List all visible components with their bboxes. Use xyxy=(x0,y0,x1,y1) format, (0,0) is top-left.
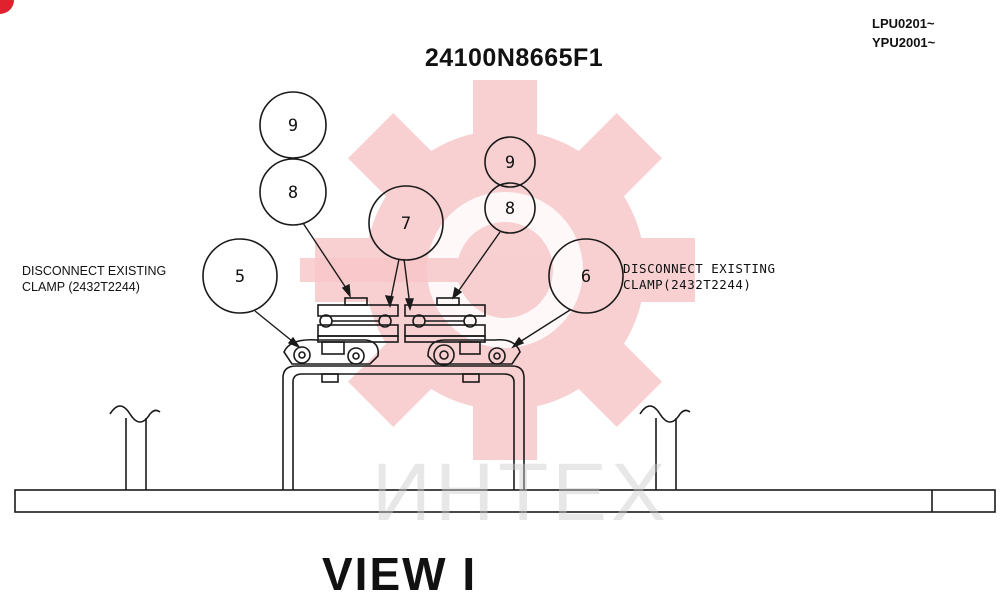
note-left-line-2: CLAMP (2432T2244) xyxy=(22,280,140,294)
leader-lines xyxy=(254,222,571,349)
callout-circle-8-right xyxy=(484,182,536,234)
callout-circle-6 xyxy=(548,238,624,314)
model-range: LPU0201~ YPU2001~ xyxy=(872,14,935,52)
base-rail xyxy=(14,489,996,513)
callout-circles xyxy=(202,91,624,314)
drawing-title: 24100N8665F1 xyxy=(424,44,604,72)
note-disconnect-right: DISCONNECT EXISTING CLAMP(2432T2244) xyxy=(623,261,776,293)
callout-numbers: 9 8 7 9 8 5 6 xyxy=(235,116,591,287)
callout-9-left: 9 xyxy=(288,116,298,136)
upper-clamp-left xyxy=(317,297,399,343)
callout-circle-8-left xyxy=(259,158,327,226)
callout-circle-7 xyxy=(368,185,444,261)
post-right xyxy=(639,405,691,490)
post-left xyxy=(109,405,161,490)
upper-clamp-right xyxy=(404,297,486,343)
u-bracket xyxy=(282,365,525,490)
callout-8-left: 8 xyxy=(288,183,298,203)
callout-8-right: 8 xyxy=(505,199,515,219)
callout-9-right: 9 xyxy=(505,153,515,173)
note-right-line-2: CLAMP(2432T2244) xyxy=(623,277,752,292)
callout-6: 6 xyxy=(581,267,591,287)
callout-circle-9-right xyxy=(484,136,536,188)
note-right-line-1: DISCONNECT EXISTING xyxy=(623,261,776,276)
watermark-text: ИНТЕХ xyxy=(372,447,670,538)
model-line-1: LPU0201~ xyxy=(872,16,935,31)
note-disconnect-left: DISCONNECT EXISTING CLAMP (2432T2244) xyxy=(22,263,166,295)
model-line-2: YPU2001~ xyxy=(872,35,936,50)
callout-5: 5 xyxy=(235,267,245,287)
callout-7: 7 xyxy=(401,214,411,234)
callout-circle-9-left xyxy=(259,91,327,159)
existing-clamp-right xyxy=(427,338,521,366)
existing-clamp-left xyxy=(283,338,380,365)
view-label: VIEW I xyxy=(322,548,478,600)
note-left-line-1: DISCONNECT EXISTING xyxy=(22,264,167,278)
callout-circle-5 xyxy=(202,238,278,314)
